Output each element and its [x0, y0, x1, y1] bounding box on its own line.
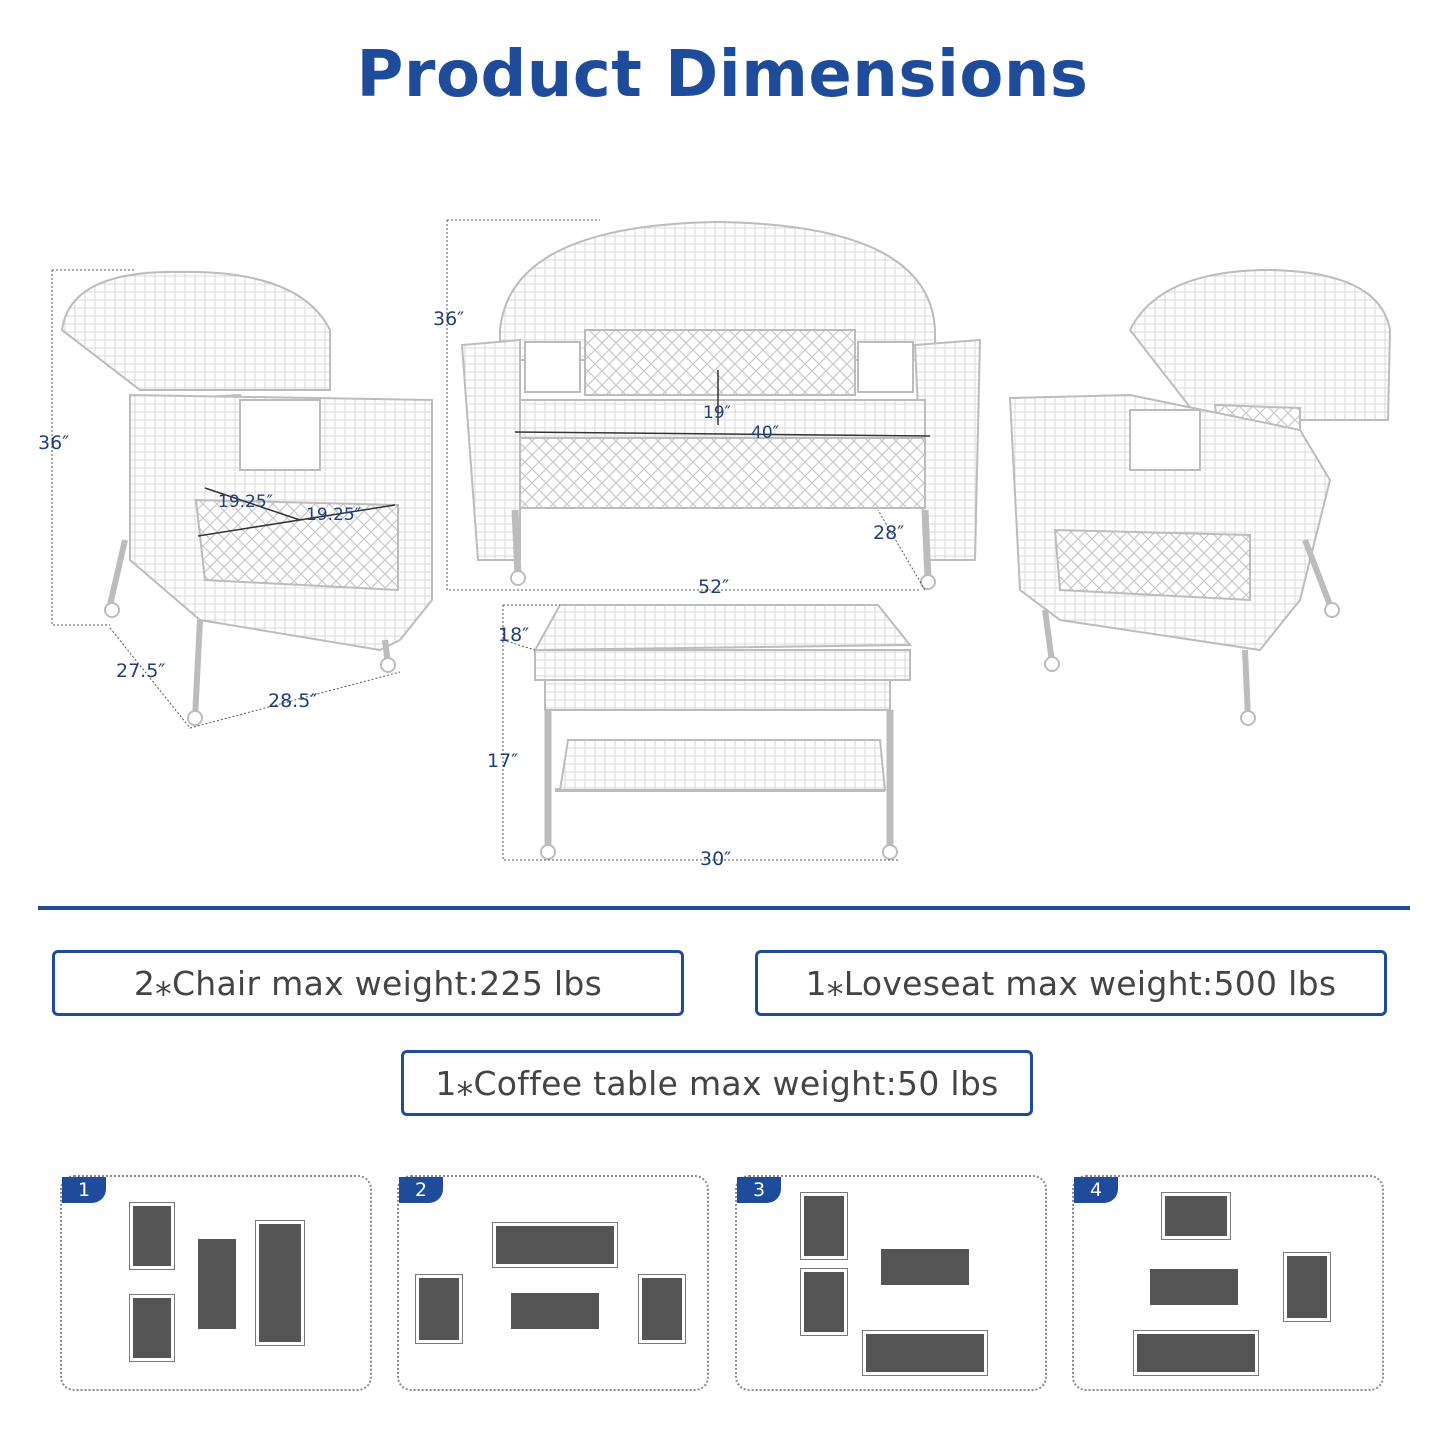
table-height-label: 17″	[487, 750, 519, 772]
chair-icon	[801, 1269, 847, 1335]
loveseat-icon	[863, 1331, 987, 1375]
loveseat-seat-width-label: 40″	[751, 423, 779, 443]
layout-card-2: 2	[397, 1175, 709, 1391]
chair-icon	[1162, 1193, 1230, 1239]
layout-card-4: 4	[1072, 1175, 1384, 1391]
loveseat-icon	[1134, 1331, 1258, 1375]
layout-number-badge: 2	[399, 1177, 443, 1203]
dimension-lines	[51, 219, 926, 861]
loveseat-icon	[493, 1223, 617, 1267]
seat-dimension-lines	[197, 370, 931, 537]
loveseat-icon	[256, 1221, 304, 1345]
layout-card-3: 3	[735, 1175, 1047, 1391]
chair-height-label: 36″	[38, 432, 70, 454]
table-icon	[881, 1249, 969, 1285]
coffee-table-drawing	[533, 604, 913, 860]
loveseat-weight-box: 1⁎Loveseat max weight:500 lbs	[755, 950, 1387, 1016]
layout-number-badge: 3	[737, 1177, 781, 1203]
chair-seat-depth-label: 19.25″	[218, 492, 274, 512]
chair-icon	[1284, 1253, 1330, 1321]
chair-icon	[801, 1193, 847, 1259]
table-weight-box: 1⁎Coffee table max weight:50 lbs	[401, 1050, 1033, 1116]
table-depth-label: 18″	[498, 624, 530, 646]
chair-seat-width-label: 19.25″	[306, 505, 362, 525]
layout-number-badge: 1	[62, 1177, 106, 1203]
chair-icon	[130, 1295, 174, 1361]
loveseat-seat-height-label: 19″	[703, 403, 731, 423]
layout-number-badge: 4	[1074, 1177, 1118, 1203]
table-icon	[198, 1239, 236, 1329]
section-divider	[38, 906, 1410, 910]
furniture-illustration	[51, 219, 1392, 861]
loveseat-width-label: 52″	[698, 576, 730, 598]
loveseat-depth-label: 28″	[873, 522, 905, 544]
chair-depth-label: 27.5″	[116, 660, 166, 682]
layout-card-1: 1	[60, 1175, 372, 1391]
table-icon	[1150, 1269, 1238, 1305]
chair-width-label: 28.5″	[268, 690, 318, 712]
chair-icon	[130, 1203, 174, 1269]
table-width-label: 30″	[700, 848, 732, 870]
page-title: Product Dimensions	[356, 38, 1089, 112]
right-chair-drawing	[1008, 268, 1392, 726]
table-icon	[511, 1293, 599, 1329]
chair-icon	[639, 1275, 685, 1343]
chair-weight-box: 2⁎Chair max weight:225 lbs	[52, 950, 684, 1016]
loveseat-drawing	[460, 220, 982, 590]
loveseat-height-label: 36″	[433, 308, 465, 330]
chair-icon	[416, 1275, 462, 1343]
